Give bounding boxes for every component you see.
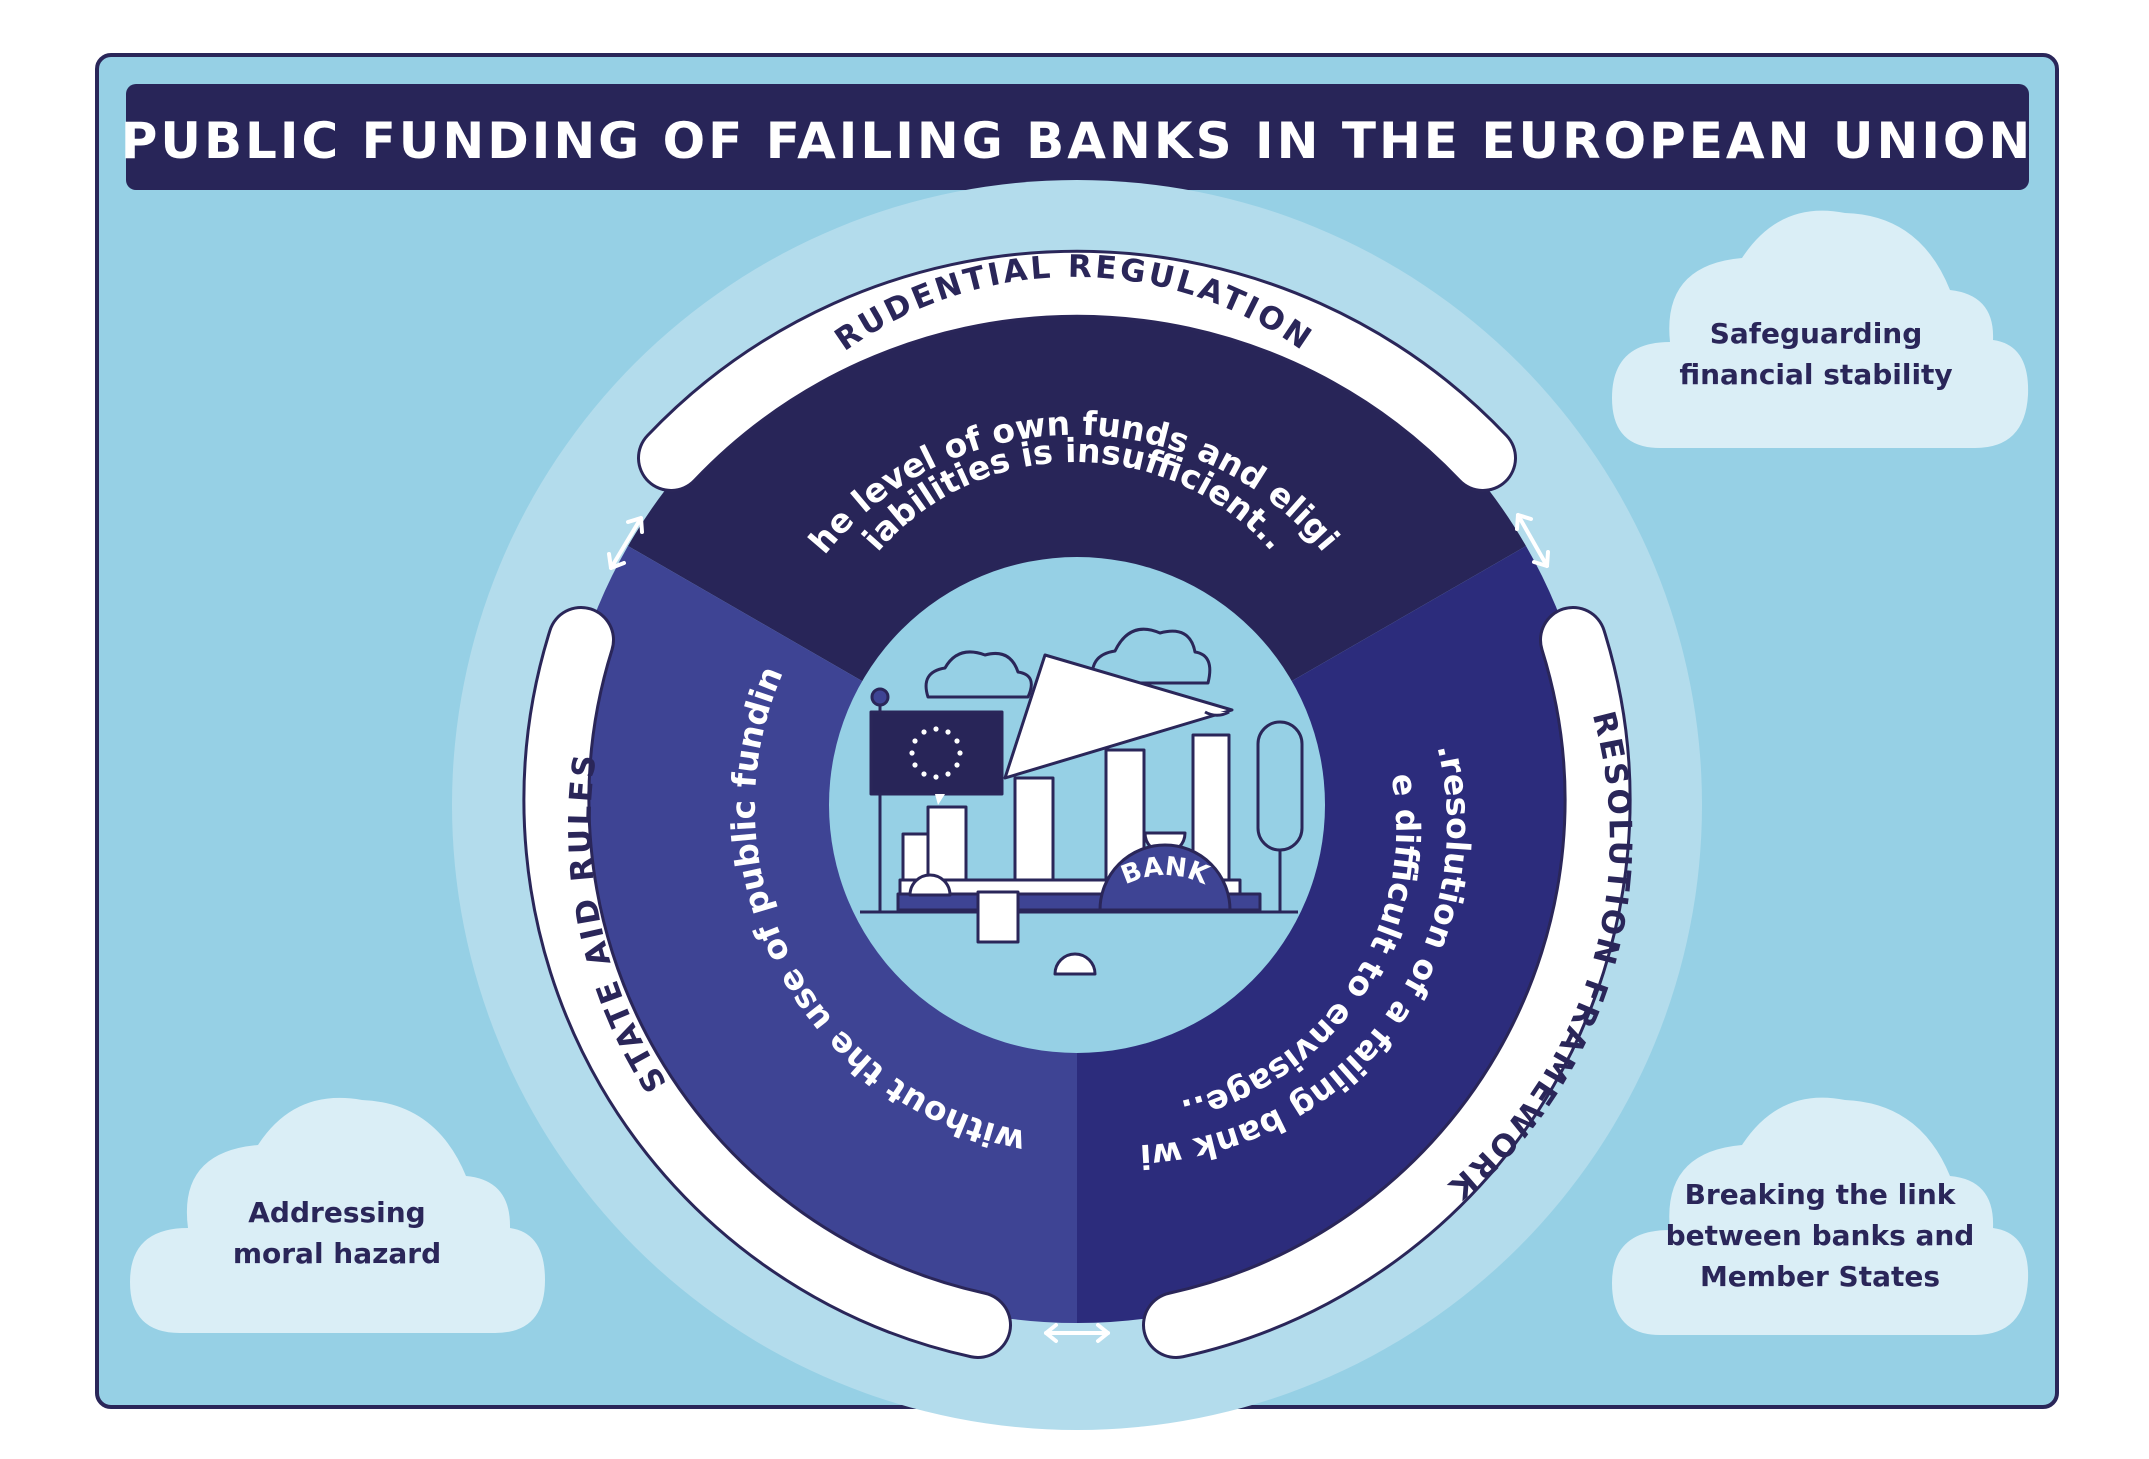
title-banner	[126, 84, 2029, 190]
cloud-text-bottom-left-line2: moral hazard	[233, 1237, 441, 1270]
cloud-icon-small-left	[924, 650, 1033, 699]
cloud-text-bottom-right-line3: Member States	[1700, 1260, 1940, 1293]
cloud-icon-small-right	[1090, 627, 1212, 685]
bank-dome	[1098, 843, 1232, 912]
double-arrow-icon-top-left	[607, 516, 644, 570]
cloud-text-top-right-line1: Safeguarding	[1710, 317, 1923, 350]
cloud-text-top-right-line2: financial stability	[1679, 358, 1952, 391]
cloud-text-bottom-left-line1: Addressing	[248, 1196, 425, 1229]
page-title: PUBLIC FUNDING OF FAILING BANKS IN THE E…	[121, 112, 2034, 170]
band-resolution-fill	[1145, 609, 1629, 1356]
band-state-aid-fill	[525, 609, 1009, 1356]
band-prudential-fill	[640, 252, 1514, 489]
cloud-text-bottom-right-line2: between banks and	[1666, 1219, 1975, 1252]
cloud-shape-bottom-right	[1612, 1097, 2029, 1335]
cloud-text-bottom-right-line1: Breaking the link	[1685, 1178, 1957, 1211]
eu-stars-icon	[909, 726, 963, 780]
segment-prudential	[628, 286, 1526, 806]
center-disc	[829, 557, 1325, 1053]
roof-icon	[1003, 653, 1234, 780]
eu-flag-icon	[869, 710, 1004, 796]
tree-icon	[1256, 720, 1304, 852]
cloud-shape-bottom-left	[130, 1097, 545, 1333]
cloud-shape-top-right	[1612, 210, 2029, 448]
double-arrow-icon-bottom	[1044, 1323, 1110, 1343]
double-arrow-icon-top-right	[1515, 513, 1550, 568]
